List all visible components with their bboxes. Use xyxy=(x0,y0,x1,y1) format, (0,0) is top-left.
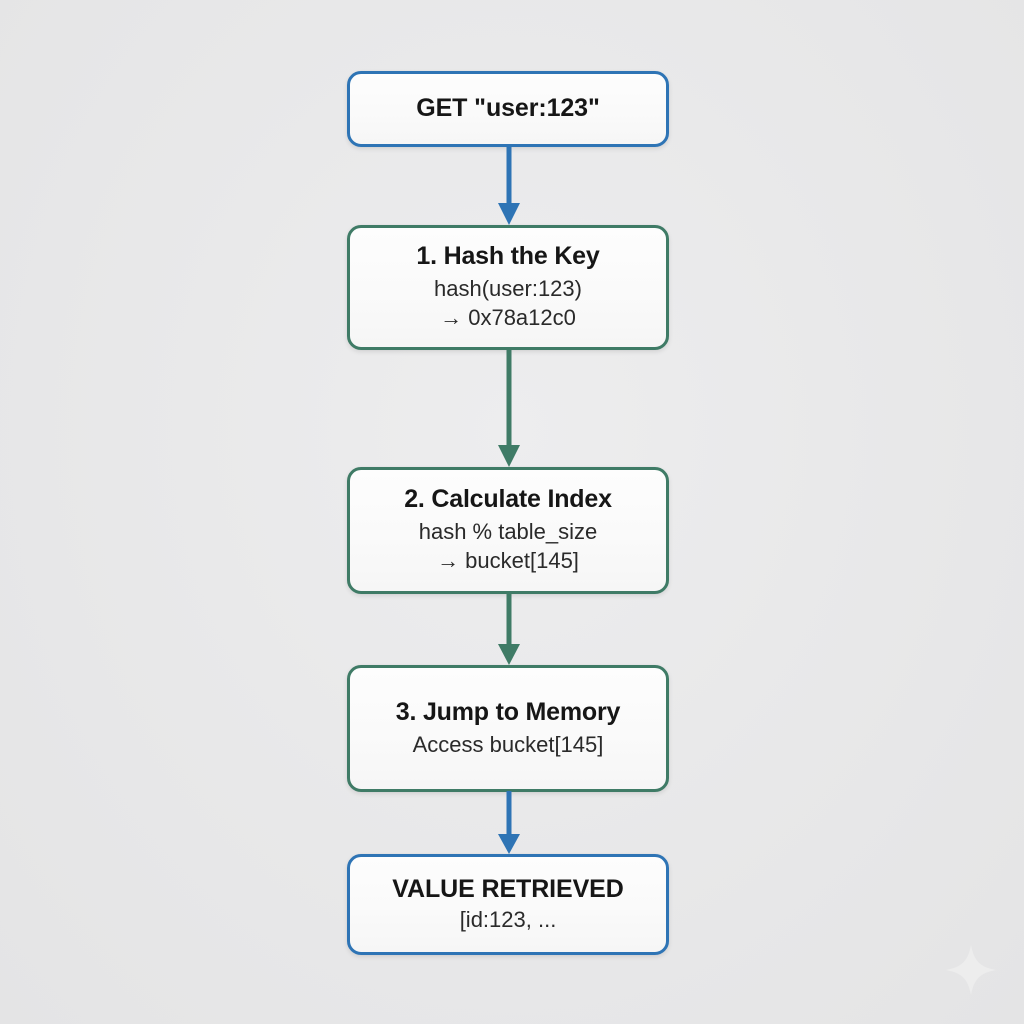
node-title: 3. Jump to Memory xyxy=(395,698,621,727)
node-detail-line: → bucket[145] xyxy=(437,548,579,574)
arrow-down-icon xyxy=(498,593,520,665)
node-title: GET "user:123" xyxy=(416,94,600,123)
sparkle-icon xyxy=(945,944,997,996)
node-title: 1. Hash the Key xyxy=(416,242,600,271)
node-detail-line: hash % table_size xyxy=(418,518,598,544)
connector-step1-to-step2 xyxy=(495,349,523,468)
node-detail-line: hash(user:123) xyxy=(434,275,582,301)
node-step-hash-the-key[interactable]: 1. Hash the Key hash(user:123) → 0x78a12… xyxy=(347,225,669,350)
node-detail-line: Access bucket[145] xyxy=(412,731,604,757)
node-get-request[interactable]: GET "user:123" xyxy=(347,71,669,147)
node-step-jump-to-memory[interactable]: 3. Jump to Memory Access bucket[145] xyxy=(347,665,669,792)
connector-request-to-step1 xyxy=(495,146,523,226)
node-value-retrieved[interactable]: VALUE RETRIEVED [id:123, ... xyxy=(347,854,669,955)
node-detail-line: → 0x78a12c0 xyxy=(440,305,576,331)
node-detail-line: [id:123, ... xyxy=(459,906,557,932)
arrow-down-icon xyxy=(498,146,520,225)
node-step-calculate-index[interactable]: 2. Calculate Index hash % table_size → b… xyxy=(347,467,669,594)
connector-step2-to-step3 xyxy=(495,593,523,666)
connector-step3-to-result xyxy=(495,791,523,855)
node-title: 2. Calculate Index xyxy=(404,485,612,514)
arrow-down-icon xyxy=(498,349,520,467)
arrow-down-icon xyxy=(498,791,520,854)
node-title: VALUE RETRIEVED xyxy=(392,875,624,904)
